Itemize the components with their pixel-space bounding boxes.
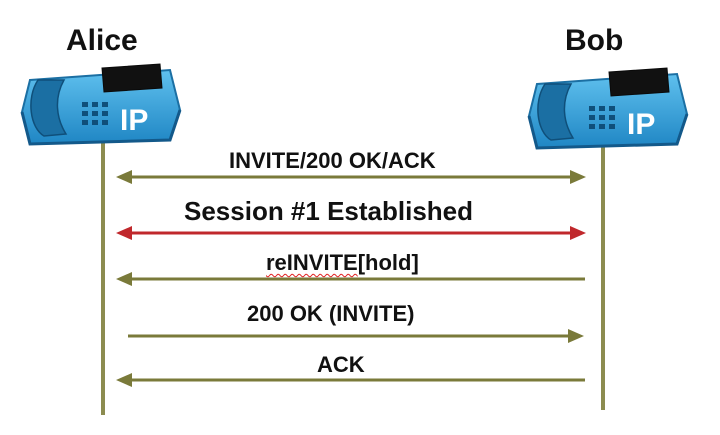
session-label: Session #1 Established	[184, 196, 474, 226]
message-arrow-3	[116, 272, 585, 286]
message-label-1: INVITE/200 OK/ACK	[229, 148, 436, 173]
message-arrow-5	[116, 373, 585, 387]
bob-name: Bob	[565, 24, 624, 57]
message-label-5: ACK	[317, 352, 365, 377]
session-arrow	[116, 226, 586, 240]
message-label-3: reINVITE[hold]	[266, 250, 419, 276]
bob-phone-icon: IP	[527, 67, 689, 150]
bob-ip-badge: IP	[627, 108, 655, 141]
alice-name: Alice	[66, 24, 138, 57]
alice-phone-icon: IP	[20, 63, 182, 146]
message-label-4: 200 OK (INVITE)	[247, 301, 415, 326]
misspelled-word: reINVITE	[266, 250, 358, 275]
message-arrow-1	[116, 170, 586, 184]
message-label-3-rest: [hold]	[357, 250, 419, 275]
message-arrow-4	[128, 329, 584, 343]
alice-ip-badge: IP	[120, 104, 148, 137]
